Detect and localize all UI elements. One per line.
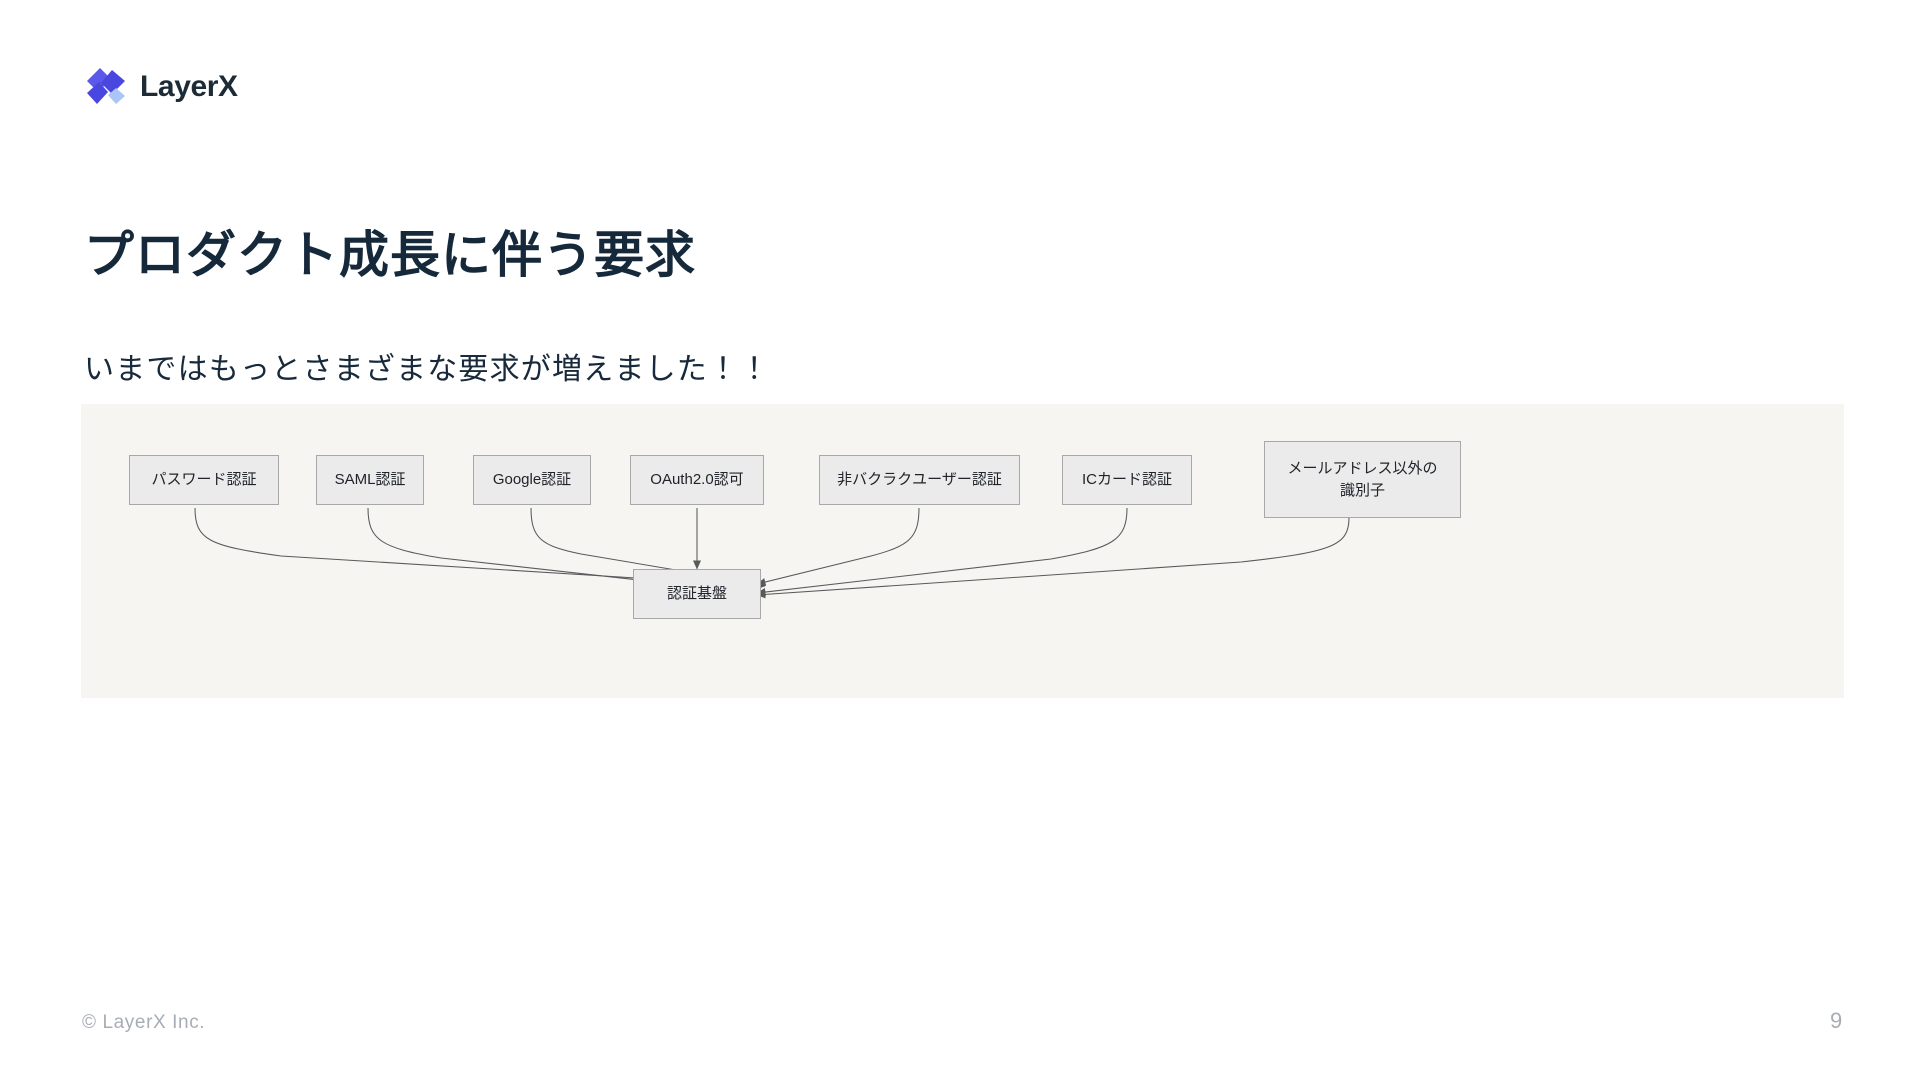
diagram-node-password-auth[interactable]: パスワード認証 bbox=[129, 455, 279, 505]
diagram-node-google-auth[interactable]: Google認証 bbox=[473, 455, 591, 505]
diagram-node-label: パスワード認証 bbox=[151, 471, 257, 489]
diagram-node-label: SAML認証 bbox=[334, 471, 406, 489]
diagram-node-auth-platform[interactable]: 認証基盤 bbox=[633, 569, 761, 619]
diagram-node-label: OAuth2.0認可 bbox=[650, 471, 744, 489]
page-number: 9 bbox=[1830, 1008, 1843, 1033]
diagram-node-saml-auth[interactable]: SAML認証 bbox=[316, 455, 424, 505]
brand-wordmark: LayerX bbox=[140, 70, 238, 103]
footer-copyright: © LayerX Inc. bbox=[82, 1012, 206, 1033]
diagram-node-non-bakuraku-user-auth[interactable]: 非バクラクユーザー認証 bbox=[819, 455, 1020, 505]
edge-non-email-identifier bbox=[756, 517, 1350, 599]
diagram-node-label: 非バクラクユーザー認証 bbox=[837, 471, 1002, 489]
edge-saml-auth bbox=[367, 507, 766, 598]
diagram-node-non-email-identifier[interactable]: メールアドレス以外の識別子 bbox=[1264, 441, 1461, 518]
edge-ic-card-auth bbox=[756, 507, 1128, 596]
diagram-node-label: メールアドレス以外の識別子 bbox=[1287, 459, 1438, 499]
diagram-edges bbox=[194, 507, 1350, 599]
diagram-node-label: Google認証 bbox=[492, 471, 572, 489]
edge-non-bakuraku-user-auth bbox=[756, 507, 920, 586]
edge-password-auth bbox=[194, 507, 766, 590]
diagram-panel: パスワード認証 SAML認証 Google認証 OAuth2.0認可 非バクラク… bbox=[81, 404, 1844, 698]
diagram-node-label: ICカード認証 bbox=[1081, 471, 1172, 489]
diagram-node-ic-card-auth[interactable]: ICカード認証 bbox=[1062, 455, 1192, 505]
layerx-pinwheel-logo-icon bbox=[84, 65, 128, 109]
page-subtitle: いまではもっとさまざまな要求が増えました！！ bbox=[84, 353, 771, 386]
brand-logo: LayerX bbox=[84, 65, 238, 109]
edge-google-auth bbox=[530, 507, 766, 588]
page-title: プロダクト成長に伴う要求 bbox=[84, 226, 696, 283]
diagram-node-label: 認証基盤 bbox=[666, 585, 727, 603]
diagram-node-oauth2-authz[interactable]: OAuth2.0認可 bbox=[630, 455, 764, 505]
